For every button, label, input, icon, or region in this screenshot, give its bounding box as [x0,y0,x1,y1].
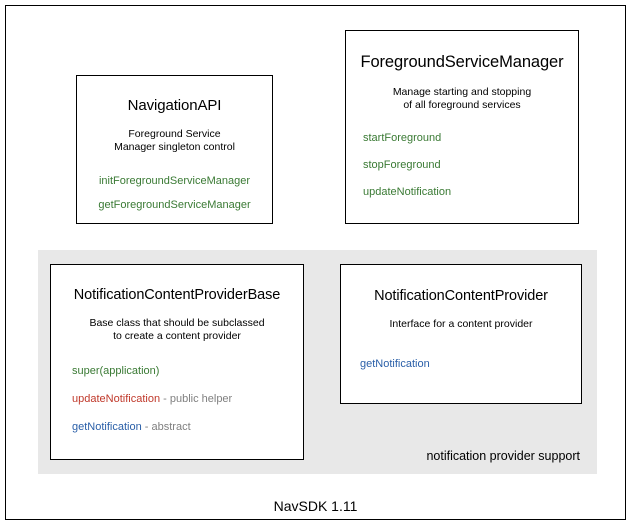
class-description-line-1: Interface for a content provider [389,318,533,330]
member-name: startForeground [363,132,442,144]
member-list-navigation-api: initForegroundServiceManager getForegrou… [77,174,272,212]
member-item: super(application) [72,364,303,378]
member-name: getForegroundServiceManager [98,199,251,211]
group-panel-notification-provider-support: NotificationContentProviderBase Base cla… [38,250,597,474]
member-item: stopForeground [363,158,578,172]
member-list-notification-content-provider-base: super(application) updateNotification - … [51,364,303,434]
member-name: initForegroundServiceManager [98,175,251,187]
class-box-navigation-api: NavigationAPI Foreground Service Manager… [76,75,273,224]
class-description-line-1: Foreground Service [128,128,221,140]
class-box-notification-content-provider: NotificationContentProvider Interface fo… [340,264,582,404]
class-description-notification-content-provider-base: Base class that should be subclassed to … [51,317,303,343]
class-description-line-1: Manage starting and stopping [392,86,532,98]
member-item: getNotification [360,357,581,371]
group-label-notification-provider-support: notification provider support [426,449,580,463]
member-name: updateNotification [363,186,452,198]
class-title-notification-content-provider-base: NotificationContentProviderBase [73,287,281,303]
class-description-navigation-api: Foreground Service Manager singleton con… [77,128,272,154]
diagram-frame: NavigationAPI Foreground Service Manager… [5,5,626,520]
class-description-line-2: of all foreground services [403,99,521,111]
member-note: - abstract [141,421,191,433]
member-name: super(application) [72,365,160,377]
class-description-line-2: Manager singleton control [114,141,235,153]
class-box-foreground-service-manager: ForegroundServiceManager Manage starting… [345,30,579,224]
class-description-notification-content-provider: Interface for a content provider [341,318,581,331]
member-name: updateNotification [72,393,161,405]
member-item: getNotification - abstract [72,420,303,434]
member-name: getNotification [360,358,430,370]
class-title-notification-content-provider: NotificationContentProvider [374,288,548,304]
member-item: updateNotification - public helper [72,392,303,406]
member-item: startForeground [363,131,578,145]
class-description-line-2: to create a content provider [113,330,241,342]
member-name: getNotification [72,421,142,433]
class-box-notification-content-provider-base: NotificationContentProviderBase Base cla… [50,264,304,460]
class-description-line-1: Base class that should be subclassed [89,317,265,329]
member-note: - public helper [160,393,233,405]
member-list-foreground-service-manager: startForeground stopForeground updateNot… [346,131,578,199]
member-item: initForegroundServiceManager [77,174,272,188]
member-item: getForegroundServiceManager [77,198,272,212]
member-list-notification-content-provider: getNotification [341,357,581,371]
footer-version-label: NavSDK 1.11 [273,498,358,514]
member-item: updateNotification [363,185,578,199]
class-description-foreground-service-manager: Manage starting and stopping of all fore… [346,86,578,112]
class-title-foreground-service-manager: ForegroundServiceManager [360,53,564,71]
member-name: stopForeground [363,159,441,171]
class-title-navigation-api: NavigationAPI [127,97,222,114]
